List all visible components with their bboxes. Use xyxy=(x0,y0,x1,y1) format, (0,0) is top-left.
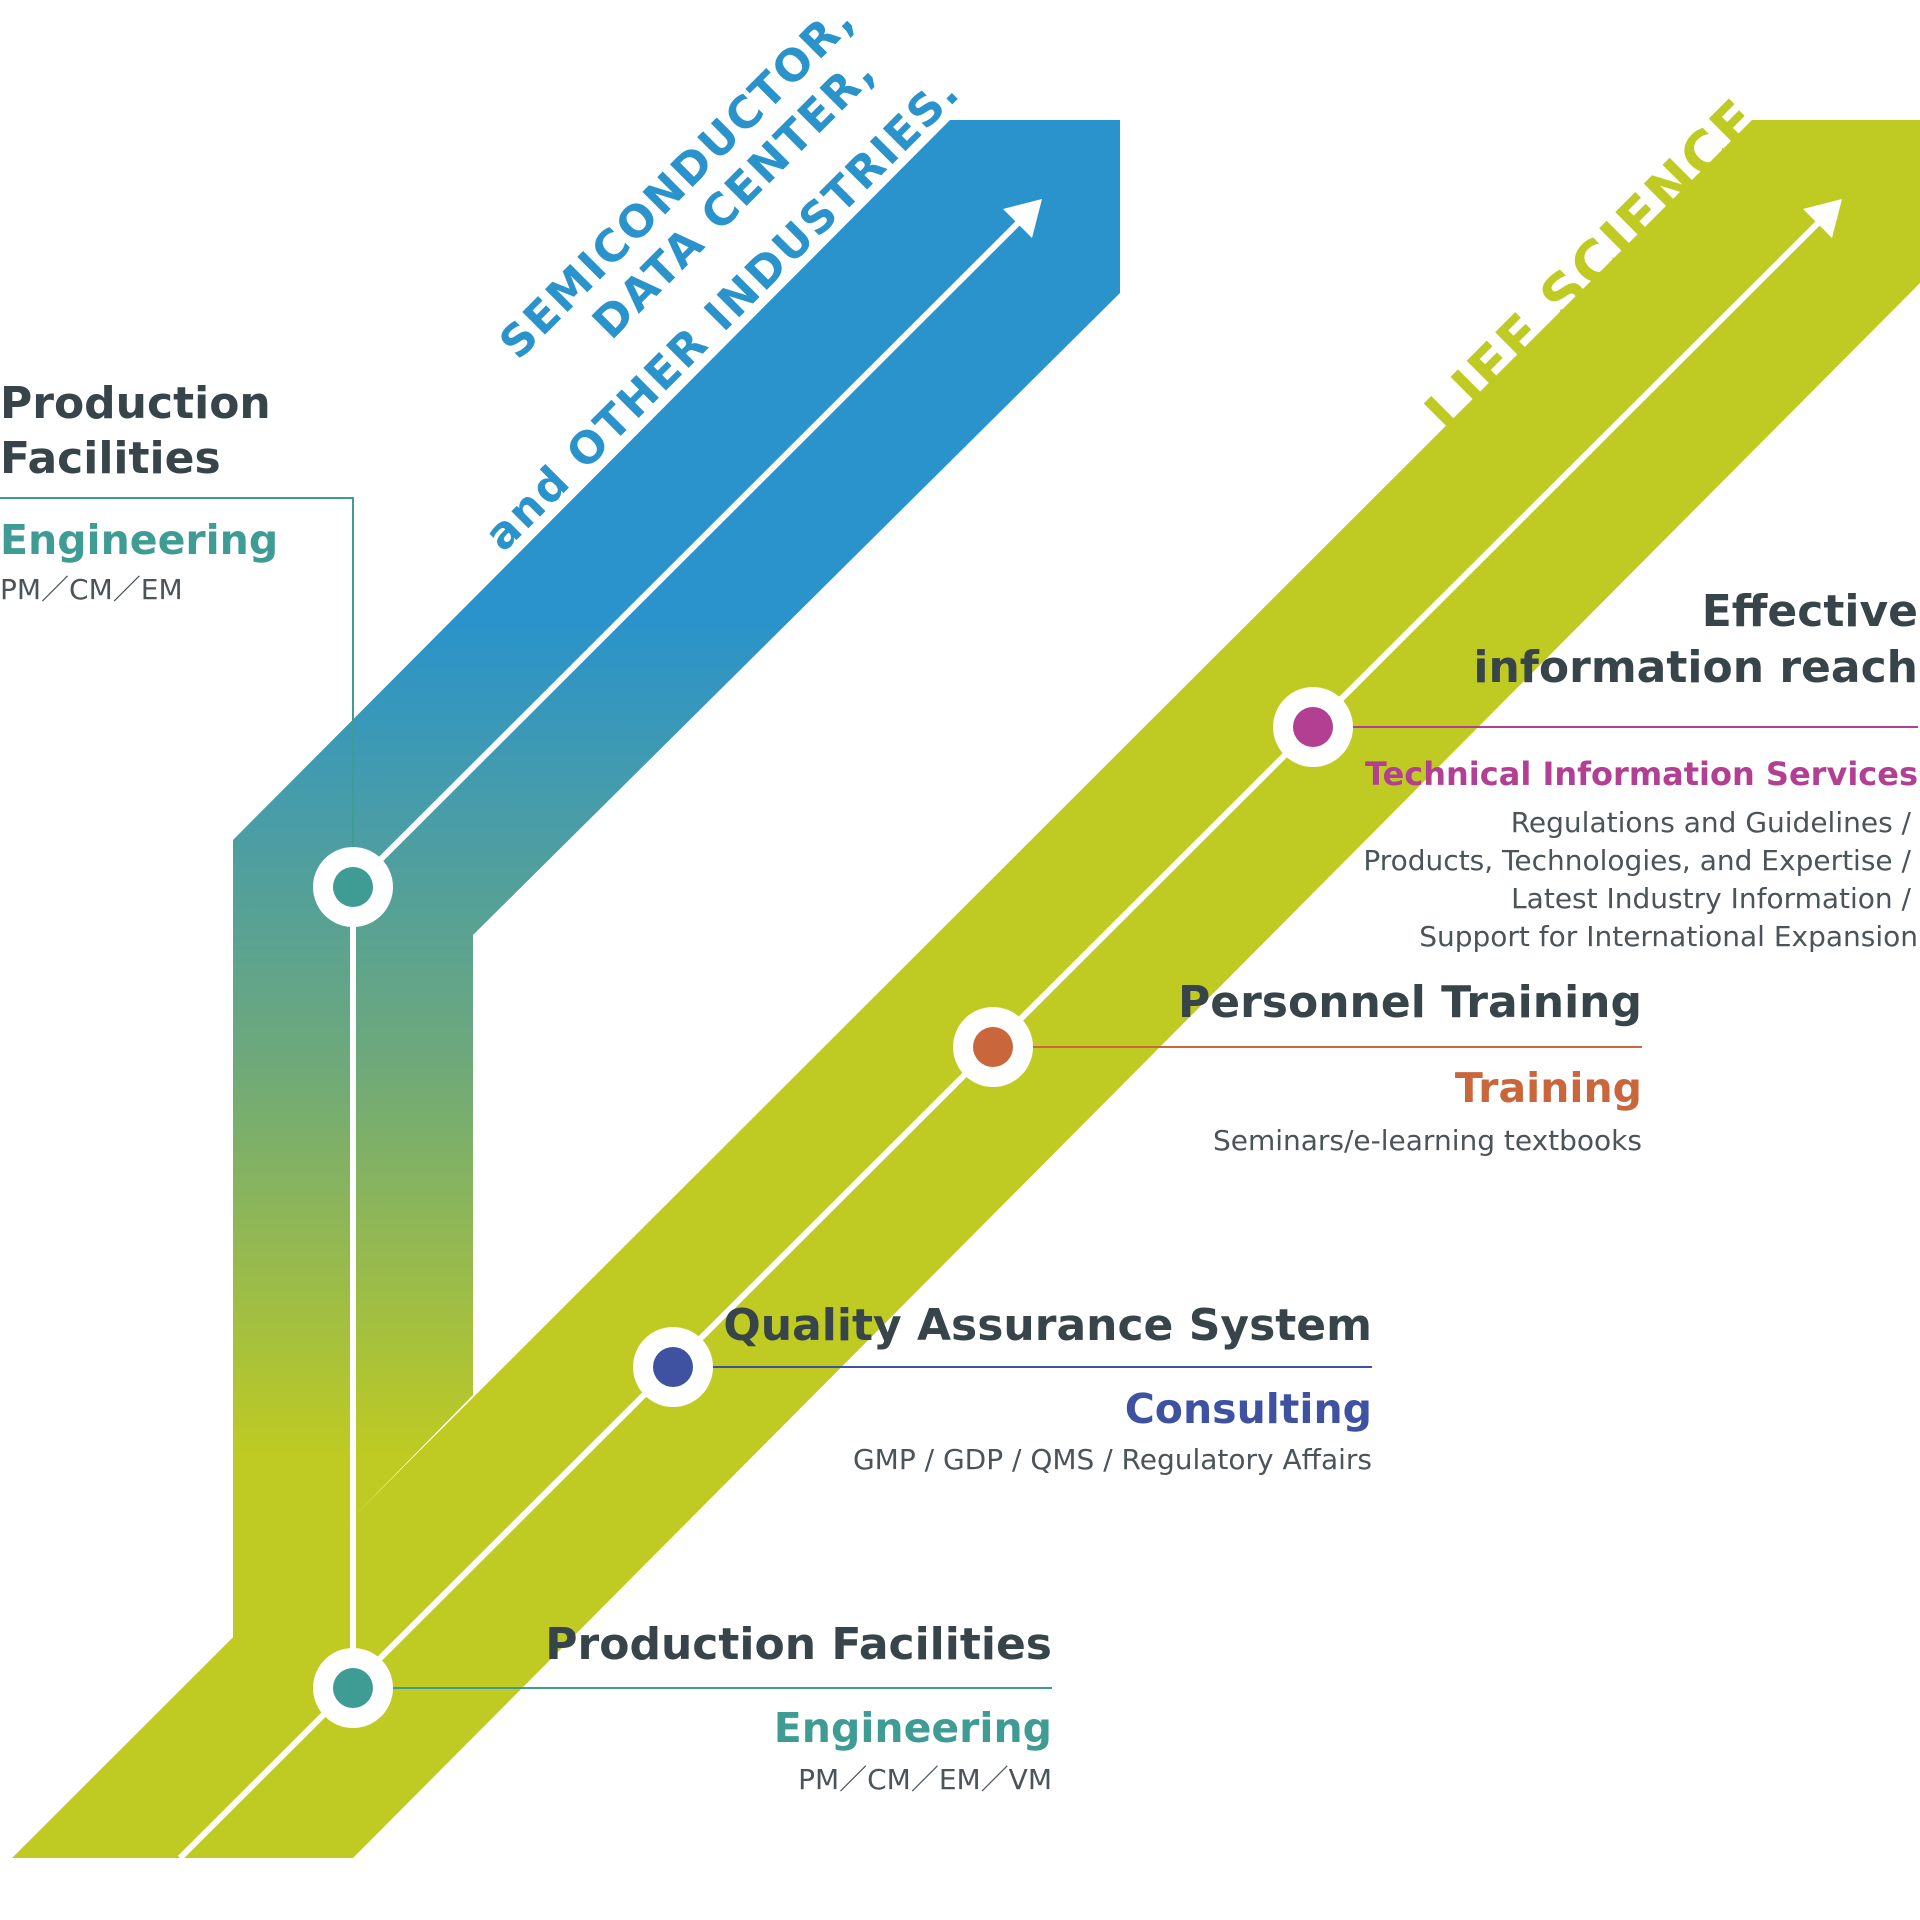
production-title: Production Facilities xyxy=(545,1619,1052,1670)
blue-node-leader xyxy=(0,497,354,887)
blue-node-title-line2: Facilities xyxy=(0,433,221,484)
info-details-line3: Latest Industry Information / xyxy=(1511,882,1911,915)
quality-details: GMP / GDP / QMS / Regulatory Affairs xyxy=(852,1443,1372,1476)
training-title: Personnel Training xyxy=(1178,977,1642,1028)
training-node-dot xyxy=(973,1027,1013,1067)
life-science-stream-band xyxy=(12,120,1920,1858)
info-details-line2: Products, Technologies, and Expertise / xyxy=(1363,844,1911,877)
training-service: Training xyxy=(1454,1064,1642,1112)
info-node-dot xyxy=(1293,707,1333,747)
info-details-line4: Support for International Expansion xyxy=(1419,920,1918,953)
production-service: Engineering xyxy=(773,1704,1052,1752)
quality-node-dot xyxy=(653,1347,693,1387)
info-title-line2: information reach xyxy=(1473,642,1918,693)
semiconductor-stream-band xyxy=(233,120,1120,1640)
blue-node-service: Engineering xyxy=(0,516,279,564)
training-details: Seminars/e-learning textbooks xyxy=(1212,1124,1642,1157)
semiconductor-arrowhead xyxy=(1003,199,1042,238)
production-details: PM／CM／EM／VM xyxy=(798,1763,1052,1796)
semiconductor-arrow xyxy=(350,220,1021,890)
blue-node-details: PM／CM／EM xyxy=(0,573,183,606)
blue-node-dot xyxy=(333,867,373,907)
info-title-line1: Effective xyxy=(1701,586,1918,637)
blue-node-title-line1: Production xyxy=(0,378,271,429)
info-details-line1: Regulations and Guidelines / xyxy=(1510,806,1911,839)
quality-title: Quality Assurance System xyxy=(723,1300,1372,1351)
production-node-dot xyxy=(333,1668,373,1708)
life-science-arrowhead xyxy=(1803,199,1842,238)
quality-service: Consulting xyxy=(1124,1385,1372,1433)
info-service: Technical Information Services xyxy=(1364,755,1918,793)
